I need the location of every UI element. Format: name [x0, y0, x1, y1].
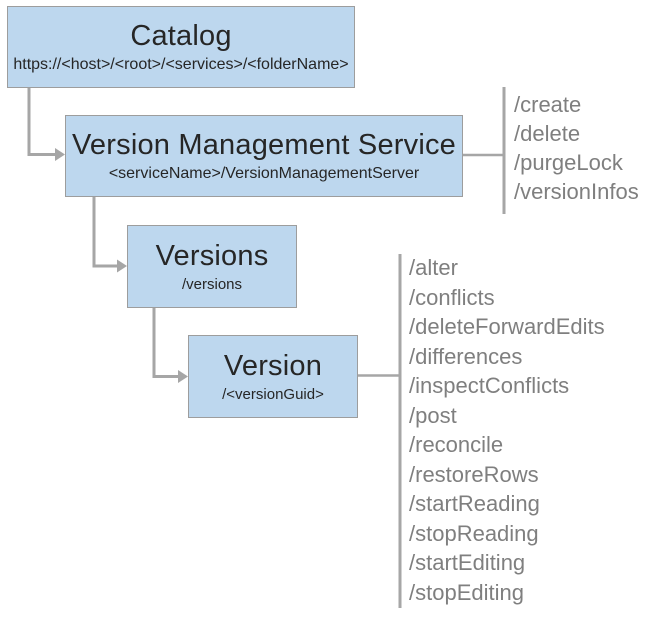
operation-item: /reconcile: [409, 432, 504, 457]
node-vms-title: Version Management Service: [71, 129, 456, 161]
version-operations-list: /alter /conflicts /deleteForwardEdits /d…: [409, 253, 605, 607]
connector-catalog-to-vms: [27, 88, 65, 161]
connector-vms-to-operations: [463, 87, 506, 214]
operation-item: /alter: [409, 255, 458, 280]
connector-version-to-operations: [358, 254, 402, 608]
operation-item: /differences: [409, 343, 523, 369]
operation-item: /startEditing: [409, 550, 526, 575]
node-version-url: /<versionGuid>: [222, 385, 324, 403]
arrowhead-icon: [117, 259, 127, 273]
node-catalog-title: Catalog: [130, 20, 232, 52]
node-version-management-service: Version Management Service <serviceName>…: [65, 115, 463, 197]
node-version-title: Version: [223, 349, 323, 382]
connector-versions-to-version: [152, 308, 188, 383]
operation-item: /restoreRows: [409, 461, 539, 487]
operation-item: /create: [514, 92, 582, 117]
operation-item: /deleteForwardEdits: [409, 314, 605, 339]
arrowhead-icon: [178, 370, 188, 383]
operation-item: /stopReading: [409, 520, 539, 546]
connector-vms-to-versions: [92, 197, 127, 273]
node-version: Version /<versionGuid>: [188, 335, 358, 418]
operation-item: /stopEditing: [409, 579, 524, 605]
vms-operations-list: /create /delete /purgeLock /versionInfos: [514, 90, 639, 206]
node-versions-title: Versions: [155, 239, 269, 272]
node-catalog-url: https://<host>/<root>/<services>/<folder…: [13, 56, 349, 73]
node-catalog: Catalog https://<host>/<root>/<services>…: [7, 6, 355, 88]
operation-item: /conflicts: [409, 284, 495, 310]
operation-item: /startReading: [409, 491, 540, 516]
operation-item: /post: [409, 402, 457, 428]
operation-item: /purgeLock: [514, 150, 623, 175]
operation-item: /inspectConflicts: [409, 373, 570, 398]
node-versions-url: /versions: [181, 275, 243, 293]
operation-item: /delete: [514, 121, 581, 146]
node-versions: Versions /versions: [127, 225, 297, 308]
operation-item: /versionInfos: [514, 179, 639, 204]
arrowhead-icon: [55, 148, 65, 161]
node-vms-url: <serviceName>/VersionManagementServer: [108, 165, 420, 182]
